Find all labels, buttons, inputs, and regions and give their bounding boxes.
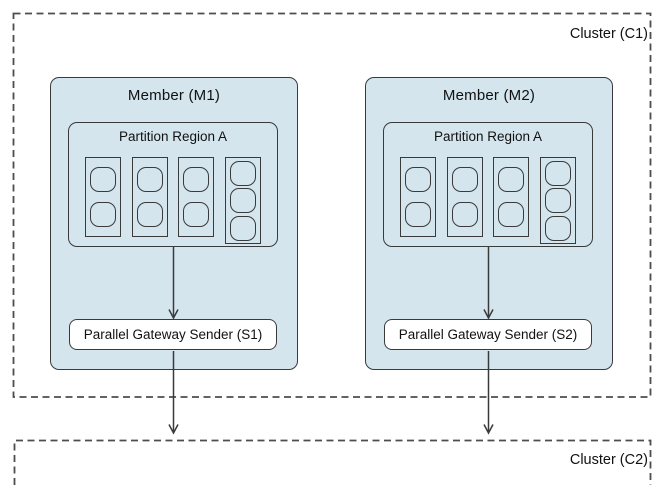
member-m1-box: Member (M1) Partition Region A Parallel … — [50, 77, 298, 370]
bucket-entry — [544, 188, 571, 213]
arrowhead-icon — [168, 424, 179, 435]
arrowhead-icon — [483, 424, 494, 435]
bucket-entry — [544, 160, 571, 186]
bucket-entry — [451, 201, 478, 227]
bucket-entry — [229, 188, 256, 213]
bucket — [178, 157, 215, 237]
bucket — [446, 157, 483, 237]
bucket-entry — [498, 201, 525, 227]
bucket-entry — [90, 201, 117, 227]
bucket-row — [69, 157, 277, 244]
member-m2-title: Member (M2) — [442, 87, 536, 104]
bucket-entry — [405, 167, 432, 193]
bucket-entry — [183, 167, 210, 193]
bucket-entry — [544, 215, 571, 241]
bucket-entry — [229, 160, 256, 186]
bucket-row — [384, 157, 592, 244]
bucket-entry — [136, 167, 163, 193]
bucket — [493, 157, 530, 237]
bucket — [131, 157, 168, 237]
partition-region-a-m2: Partition Region A — [383, 122, 593, 247]
bucket-entry — [90, 167, 117, 193]
bucket — [85, 157, 122, 237]
cluster-c2-label: Cluster (C2) — [569, 452, 648, 468]
bucket — [539, 157, 576, 244]
bucket-entry — [183, 201, 210, 227]
bucket-entry — [451, 167, 478, 193]
bucket — [400, 157, 437, 237]
partition-region-a-m1: Partition Region A — [68, 122, 278, 247]
cluster-c2-border — [13, 439, 652, 485]
gateway-sender-s2-box: Parallel Gateway Sender (S2) — [384, 319, 592, 350]
member-m1-title: Member (M1) — [127, 87, 221, 104]
bucket-entry — [229, 215, 256, 241]
partition-region-title: Partition Region A — [118, 129, 228, 144]
partition-region-title: Partition Region A — [433, 129, 543, 144]
member-m2-box: Member (M2) Partition Region A Parallel … — [365, 77, 613, 370]
bucket-entry — [405, 201, 432, 227]
gateway-sender-s1-box: Parallel Gateway Sender (S1) — [69, 319, 277, 350]
bucket — [224, 157, 261, 244]
bucket-entry — [136, 201, 163, 227]
cluster-c1-label: Cluster (C1) — [569, 26, 648, 42]
bucket-entry — [498, 167, 525, 193]
